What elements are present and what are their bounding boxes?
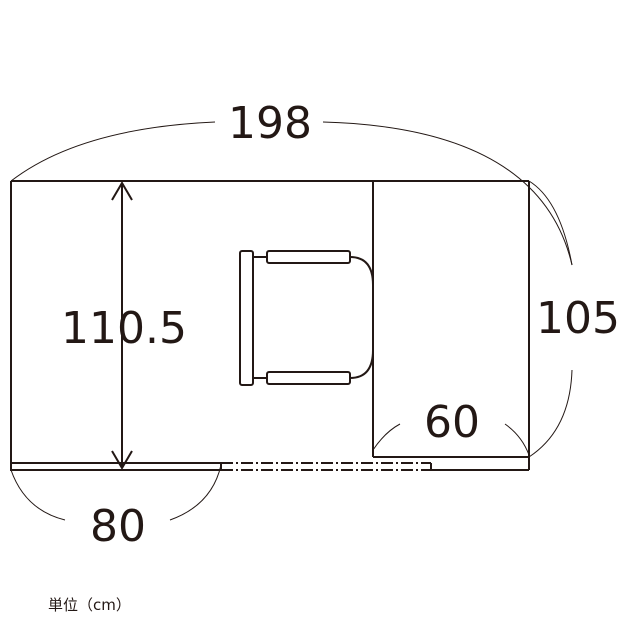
chair-back <box>239 250 254 386</box>
arc-105-top <box>528 180 573 266</box>
dimension-label-110-5: 110.5 <box>61 303 187 354</box>
dimension-label-105: 105 <box>536 293 620 344</box>
dimension-label-80: 80 <box>90 501 146 552</box>
dimension-label-60: 60 <box>424 397 480 448</box>
desk-outline <box>10 180 530 471</box>
chair-seat-curve <box>349 256 374 379</box>
arc-60-right <box>504 423 530 456</box>
dimension-label-198: 198 <box>228 98 312 149</box>
depth-arrow <box>111 181 133 470</box>
unit-label: 単位（cm） <box>48 596 131 614</box>
modesty-panel <box>10 462 222 471</box>
arrow-head-up-icon <box>111 181 133 201</box>
chair-armrest <box>266 371 351 385</box>
dimension-arcs <box>10 121 573 521</box>
arc-80-right <box>169 464 222 521</box>
arrow-head-down-icon <box>111 450 133 470</box>
arc-80-left <box>10 469 66 521</box>
arc-105-bottom <box>528 369 573 458</box>
arc-198-left <box>10 121 216 182</box>
chair-armrest <box>266 250 351 264</box>
chair <box>239 250 374 386</box>
arc-198-right <box>322 121 573 266</box>
arc-60-left <box>372 423 401 451</box>
